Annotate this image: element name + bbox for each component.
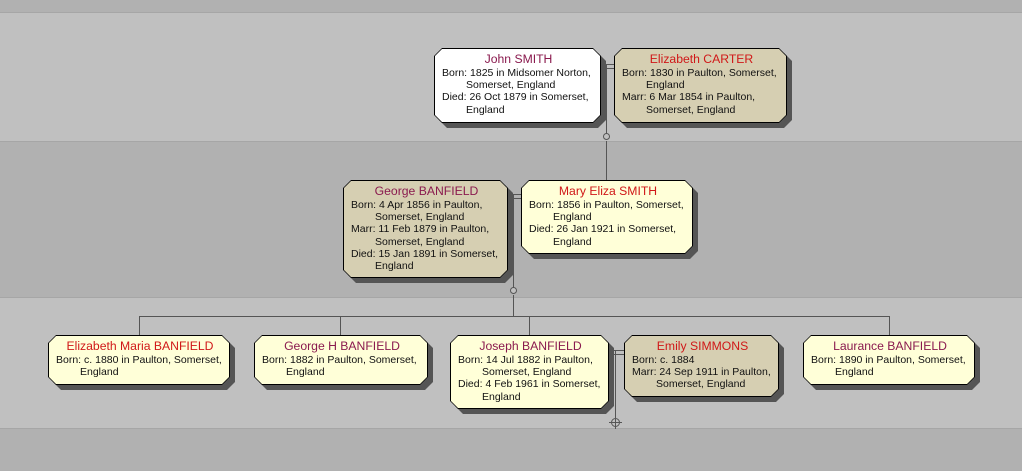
birth-event: Born: 1830 in Paulton, Somerset,England xyxy=(622,67,777,92)
birth-event: Born: 1825 in Midsomer Norton,Somerset, … xyxy=(442,67,591,92)
couple-connector xyxy=(601,68,614,69)
band-divider xyxy=(0,12,1022,13)
death-event: Died: 15 Jan 1891 in Somerset,England xyxy=(351,247,499,273)
person-box-john-smith[interactable]: John SMITH Born: 1825 in Midsomer Norton… xyxy=(434,48,601,123)
death-event: Died: 4 Feb 1961 in Somerset,England xyxy=(458,378,601,403)
expand-descendants-icon[interactable] xyxy=(609,416,622,429)
birth-event: Born: 1890 in Paulton, Somerset,England xyxy=(811,354,966,379)
child-drop-line xyxy=(340,316,341,335)
person-box-elizabeth-maria-banfield[interactable]: Elizabeth Maria BANFIELD Born: c. 1880 i… xyxy=(48,335,230,385)
person-box-emily-simmons[interactable]: Emily SIMMONS Born: c. 1884 Marr: 24 Sep… xyxy=(624,335,779,397)
person-name: Elizabeth CARTER xyxy=(649,52,754,66)
birth-event: Born: 1856 in Paulton, Somerset,England xyxy=(529,199,684,224)
person-name: John SMITH xyxy=(484,52,553,66)
person-name: George BANFIELD xyxy=(374,184,479,198)
couple-connector xyxy=(508,198,521,199)
couple-connector xyxy=(601,64,614,65)
person-name: Laurance BANFIELD xyxy=(833,339,947,353)
descent-line xyxy=(606,141,607,180)
couple-connector xyxy=(508,194,521,195)
descent-line xyxy=(615,350,616,418)
person-box-mary-eliza-smith[interactable]: Mary Eliza SMITH Born: 1856 in Paulton, … xyxy=(521,180,693,254)
person-box-george-h-banfield[interactable]: George H BANFIELD Born: 1882 in Paulton,… xyxy=(254,335,428,385)
family-node-icon[interactable] xyxy=(603,133,610,140)
marriage-event: Marr: 24 Sep 1911 in Paulton,Somerset, E… xyxy=(632,366,771,391)
person-box-george-banfield[interactable]: George BANFIELD Born: 4 Apr 1856 in Paul… xyxy=(343,180,508,278)
child-drop-line xyxy=(889,316,890,335)
death-event: Died: 26 Jan 1921 in Somerset,England xyxy=(529,223,677,248)
descent-line xyxy=(513,194,514,288)
family-node-icon[interactable] xyxy=(510,287,517,294)
child-drop-line xyxy=(529,316,530,335)
person-box-elizabeth-carter[interactable]: Elizabeth CARTER Born: 1830 in Paulton, … xyxy=(614,48,787,123)
birth-event: Born: 1882 in Paulton, Somerset,England xyxy=(262,354,417,379)
couple-connector xyxy=(609,354,624,355)
birth-event: Born: c. 1884 xyxy=(632,354,695,366)
person-name: Elizabeth Maria BANFIELD xyxy=(66,339,214,353)
person-name: George H BANFIELD xyxy=(284,339,400,353)
band-top-margin xyxy=(0,0,1022,13)
person-box-laurance-banfield[interactable]: Laurance BANFIELD Born: 1890 in Paulton,… xyxy=(803,335,975,385)
descent-line xyxy=(513,295,514,317)
couple-connector xyxy=(609,350,624,351)
band-bottom-margin xyxy=(0,429,1022,471)
person-name: Mary Eliza SMITH xyxy=(558,184,658,198)
death-event: Died: 26 Oct 1879 in Somerset,England xyxy=(442,91,589,116)
descent-line xyxy=(606,64,607,134)
marriage-event: Marr: 11 Feb 1879 in Paulton,Somerset, E… xyxy=(351,223,490,248)
child-drop-line xyxy=(139,316,140,335)
band-divider xyxy=(0,141,1022,142)
band-divider xyxy=(0,428,1022,429)
person-name: Joseph BANFIELD xyxy=(479,339,582,353)
sibling-line xyxy=(139,316,890,317)
birth-event: Born: 4 Apr 1856 in Paulton,Somerset, En… xyxy=(351,199,483,224)
birth-event: Born: c. 1880 in Paulton, Somerset,Engla… xyxy=(56,354,222,379)
marriage-event: Marr: 6 Mar 1854 in Paulton,Somerset, En… xyxy=(622,91,756,116)
birth-event: Born: 14 Jul 1882 in Paulton,Somerset, E… xyxy=(458,354,593,379)
person-box-joseph-banfield[interactable]: Joseph BANFIELD Born: 14 Jul 1882 in Pau… xyxy=(450,335,609,409)
band-divider xyxy=(0,297,1022,298)
person-name: Emily SIMMONS xyxy=(656,339,749,353)
